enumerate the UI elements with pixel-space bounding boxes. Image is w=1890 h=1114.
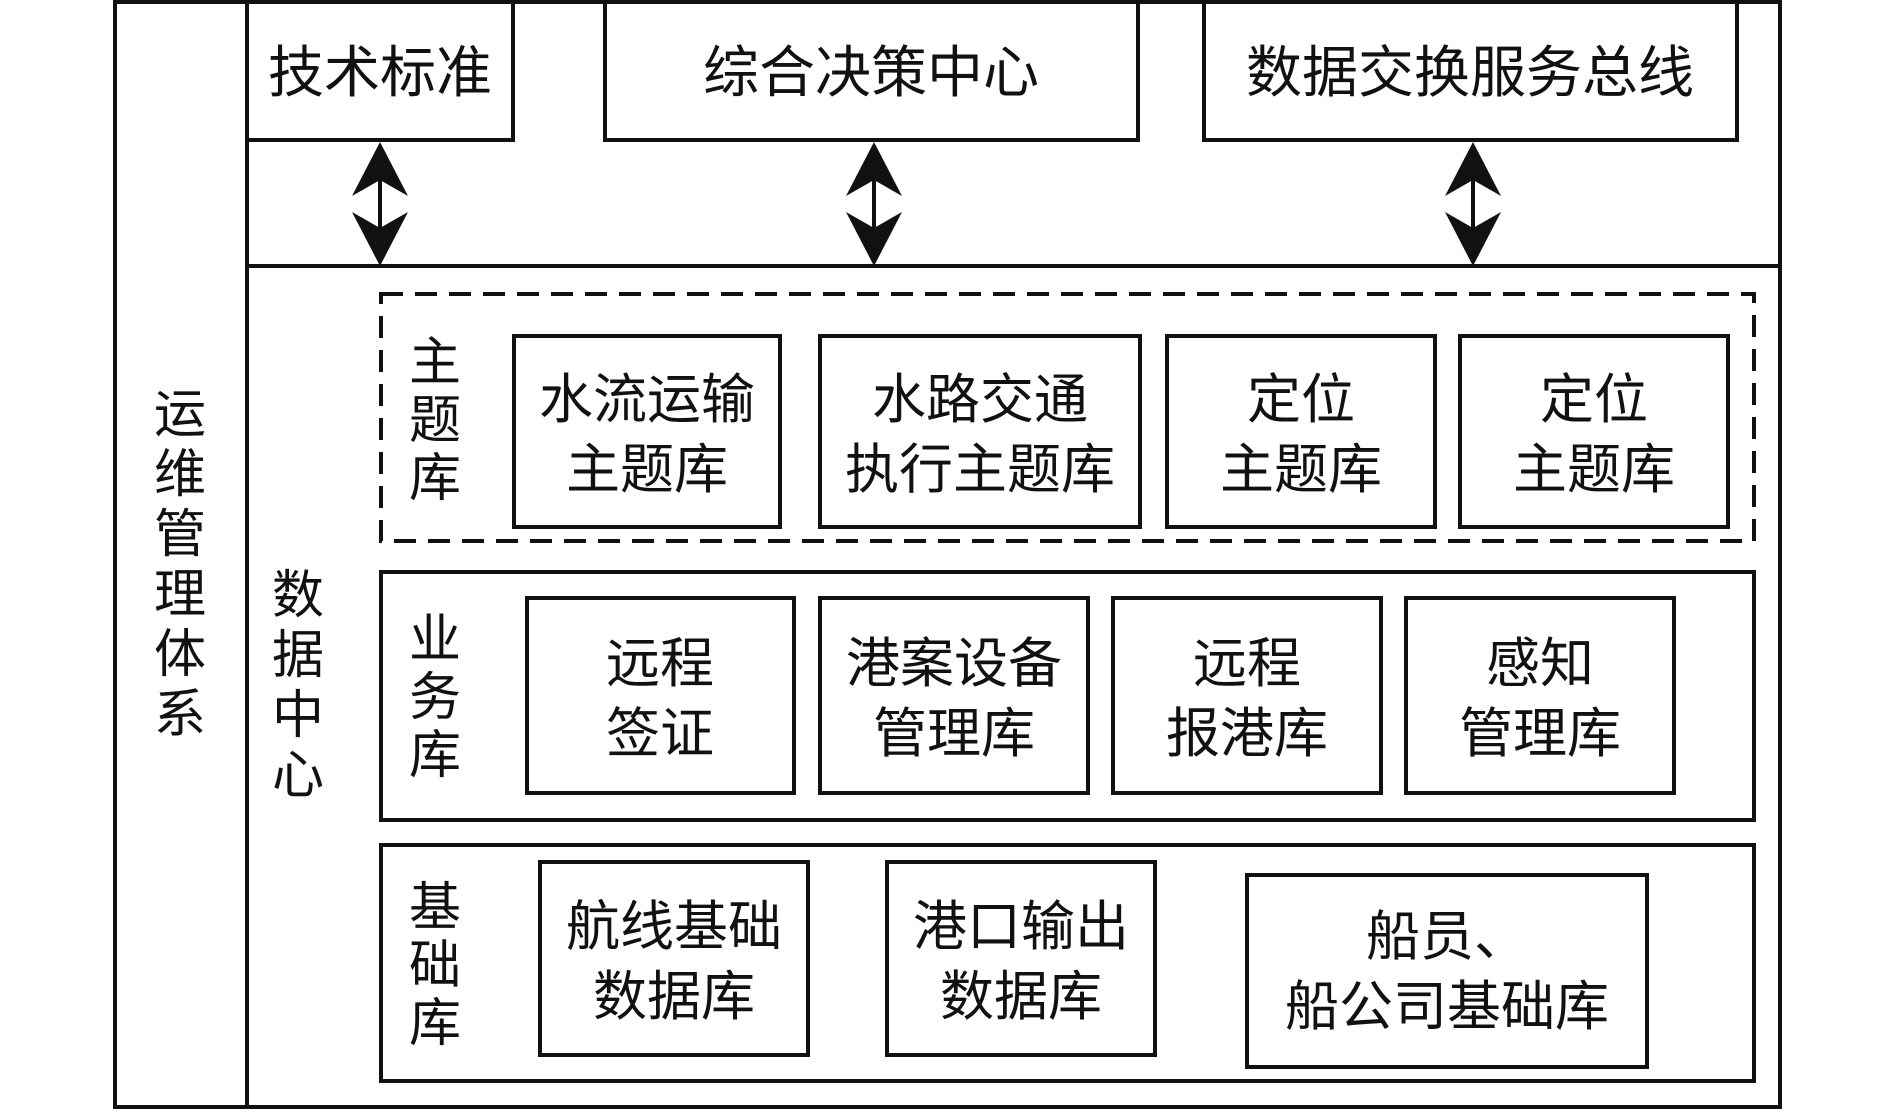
business-library-label: 业 务 库 (409, 610, 461, 786)
theme-box-position-2: 定位 主题库 (1458, 334, 1730, 529)
label-text: 管理库 (1459, 702, 1621, 765)
label-text: 基 (409, 878, 461, 938)
business-library-group (379, 570, 1756, 822)
dc-char: 心 (272, 746, 324, 806)
label-text: 水流运输 (539, 368, 755, 431)
label-text: 础 (409, 936, 461, 996)
label-text: 航线基础 (566, 895, 782, 958)
business-box-sensing: 感知 管理库 (1404, 596, 1676, 795)
label-text: 管理库 (873, 702, 1035, 765)
basic-library-group (379, 843, 1756, 1083)
double-arrow-icon (1445, 142, 1501, 266)
top-box-decision-center: 综合决策中心 (603, 0, 1140, 142)
dc-char: 中 (272, 686, 324, 746)
label-text: 业 (409, 610, 461, 670)
label-text: 数据库 (940, 965, 1102, 1028)
top-box-label: 技术标准 (268, 41, 492, 106)
label-text: 务 (409, 668, 461, 728)
basic-box-port-output: 港口输出 数据库 (885, 860, 1157, 1057)
business-box-remote-visa: 远程 签证 (525, 596, 796, 795)
label-text: 题 (409, 391, 461, 451)
side-char: 体 (154, 625, 206, 685)
theme-box-waterflow: 水流运输 主题库 (512, 334, 782, 529)
label-text: 主 (409, 333, 461, 393)
basic-box-crew-company: 船员、 船公司基础库 (1245, 873, 1649, 1069)
label-text: 报港库 (1166, 702, 1328, 765)
side-char: 理 (154, 565, 206, 625)
dc-char: 据 (272, 626, 324, 686)
theme-box-position-1: 定位 主题库 (1165, 334, 1437, 529)
label-text: 港案设备 (846, 632, 1062, 695)
label-text: 主题库 (1220, 438, 1382, 501)
side-char: 系 (154, 685, 206, 745)
theme-box-waterway: 水路交通 执行主题库 (818, 334, 1142, 529)
top-box-service-bus: 数据交换服务总线 (1202, 0, 1739, 142)
label-text: 定位 (1540, 368, 1648, 431)
label-text: 主题库 (566, 438, 728, 501)
label-text: 水路交通 (872, 368, 1088, 431)
dc-char: 数 (272, 566, 324, 626)
theme-library-group (379, 292, 1756, 543)
data-center-frame (245, 264, 1782, 1109)
label-text: 港口输出 (913, 895, 1129, 958)
side-panel-label: 运 维 管 理 体 系 (154, 385, 206, 745)
label-text: 船员、 (1366, 905, 1528, 968)
double-arrow-icon (846, 142, 902, 266)
label-text: 远程 (1193, 632, 1301, 695)
label-text: 执行主题库 (845, 438, 1115, 501)
top-box-label: 综合决策中心 (703, 41, 1039, 106)
label-text: 数据库 (593, 965, 755, 1028)
business-box-port-equipment: 港案设备 管理库 (818, 596, 1090, 795)
label-text: 签证 (606, 702, 714, 765)
side-char: 维 (154, 445, 206, 505)
label-text: 定位 (1247, 368, 1355, 431)
label-text: 主题库 (1513, 438, 1675, 501)
basic-box-route: 航线基础 数据库 (538, 860, 810, 1057)
basic-library-label: 基 础 库 (409, 878, 461, 1054)
side-char: 运 (154, 385, 206, 445)
top-box-label: 数据交换服务总线 (1246, 41, 1694, 106)
side-char: 管 (154, 505, 206, 565)
label-text: 船公司基础库 (1285, 975, 1609, 1038)
double-arrow-icon (352, 142, 408, 266)
business-box-remote-report: 远程 报港库 (1111, 596, 1383, 795)
data-center-label: 数 据 中 心 (272, 566, 324, 806)
top-box-standards: 技术标准 (245, 0, 515, 142)
label-text: 远程 (606, 632, 714, 695)
label-text: 库 (409, 449, 461, 509)
label-text: 感知 (1486, 632, 1594, 695)
label-text: 库 (409, 726, 461, 786)
theme-library-label: 主 题 库 (409, 333, 461, 509)
label-text: 库 (409, 994, 461, 1054)
